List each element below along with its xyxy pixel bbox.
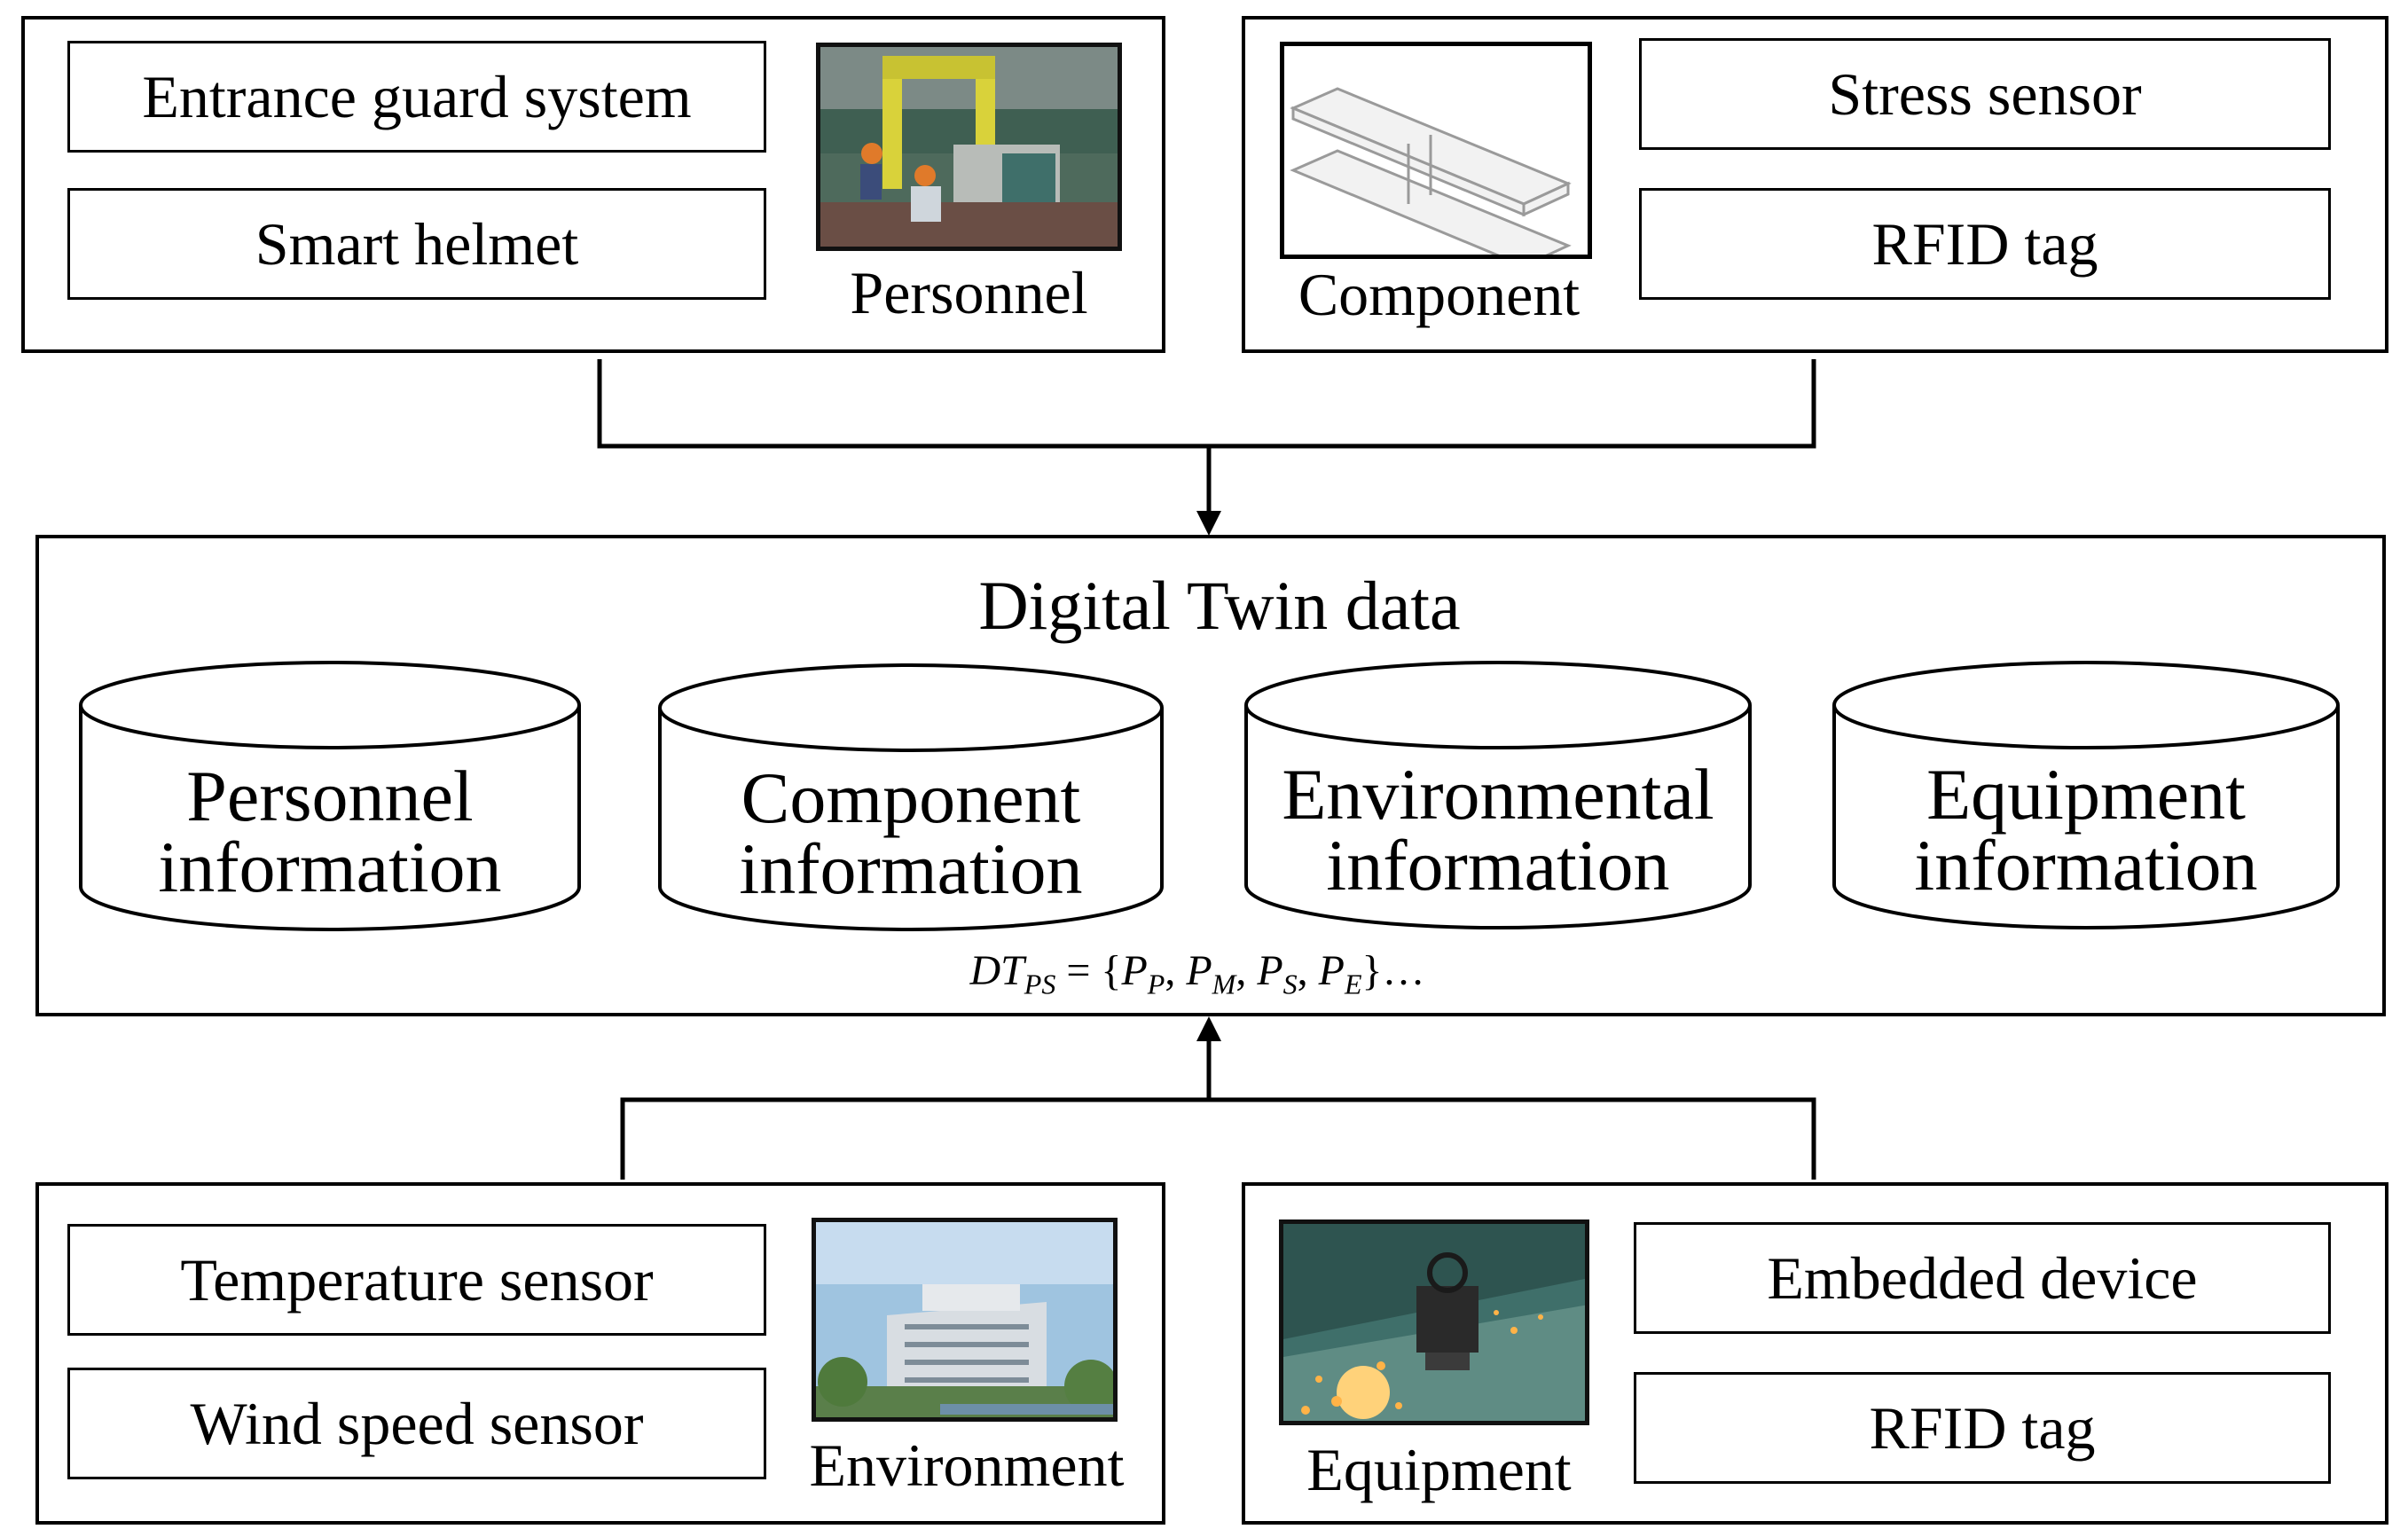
- formula-term: P: [1186, 947, 1212, 994]
- digital-twin-title: Digital Twin data: [978, 567, 1461, 644]
- database-cylinder-environmental: [1244, 661, 1752, 929]
- db-label-line1: Equipment: [1926, 753, 2246, 835]
- arrow-top-head: [1196, 511, 1221, 536]
- database-cylinder-equipment: [1832, 661, 2340, 929]
- equipment-caption: Equipment: [1306, 1436, 1572, 1503]
- equipment-information-db: Equipment information: [1834, 752, 2338, 907]
- personnel-caption: Personnel: [850, 259, 1088, 326]
- stress-sensor-box: Stress sensor: [1639, 38, 2331, 150]
- formula-term-sub: E: [1344, 968, 1362, 1000]
- formula-tail: }…: [1361, 947, 1425, 994]
- rfid-tag-box-bottom: RFID tag: [1634, 1372, 2331, 1484]
- dt-formula: DTPS = {PP, PM, PS, PE}…: [969, 947, 1425, 1000]
- formula-lhs-sub: PS: [1024, 968, 1056, 1000]
- component-caption: Component: [1298, 261, 1580, 328]
- db-label-line1: Environmental: [1282, 753, 1714, 835]
- personnel-information-db: Personnel information: [81, 754, 579, 909]
- component-steel-beam-image: [1280, 42, 1592, 259]
- db-label-line2: information: [1326, 824, 1670, 906]
- formula-term: P: [1257, 947, 1283, 994]
- formula-term-sub: S: [1282, 968, 1298, 1000]
- formula-term-sub: M: [1212, 968, 1236, 1000]
- environment-caption: Environment: [809, 1431, 1125, 1499]
- entrance-guard-system-box: Entrance guard system: [67, 41, 766, 153]
- database-cylinder-personnel: [79, 661, 581, 931]
- smart-helmet-box: Smart helmet: [67, 188, 766, 300]
- formula-term: P: [1121, 947, 1148, 994]
- formula-term-sub: P: [1147, 968, 1165, 1000]
- db-label-line1: Personnel: [186, 755, 474, 836]
- rfid-tag-box-top: RFID tag: [1639, 188, 2331, 300]
- formula-lhs: DT: [969, 947, 1024, 994]
- database-cylinder-component: [658, 663, 1164, 931]
- environmental-information-db: Environmental information: [1246, 752, 1750, 907]
- wind-speed-sensor-box: Wind speed sensor: [67, 1368, 766, 1479]
- connector-top: [597, 359, 1816, 449]
- component-information-db: Component information: [660, 756, 1162, 911]
- db-label-line1: Component: [741, 757, 1081, 838]
- embedded-device-box: Embedded device: [1634, 1222, 2331, 1334]
- formula-term: P: [1318, 947, 1345, 994]
- personnel-photo: [816, 43, 1122, 251]
- db-label-line2: information: [739, 827, 1083, 909]
- connector-bottom: [620, 1097, 1816, 1180]
- db-label-line2: information: [158, 826, 502, 907]
- environment-building-photo: [812, 1218, 1118, 1422]
- formula-eq: = {: [1055, 947, 1122, 994]
- digital-twin-data-panel: [35, 535, 2386, 1016]
- arrow-bottom-head: [1196, 1016, 1221, 1041]
- temperature-sensor-box: Temperature sensor: [67, 1224, 766, 1336]
- db-label-line2: information: [1914, 824, 2258, 906]
- equipment-cutting-photo: [1279, 1219, 1589, 1425]
